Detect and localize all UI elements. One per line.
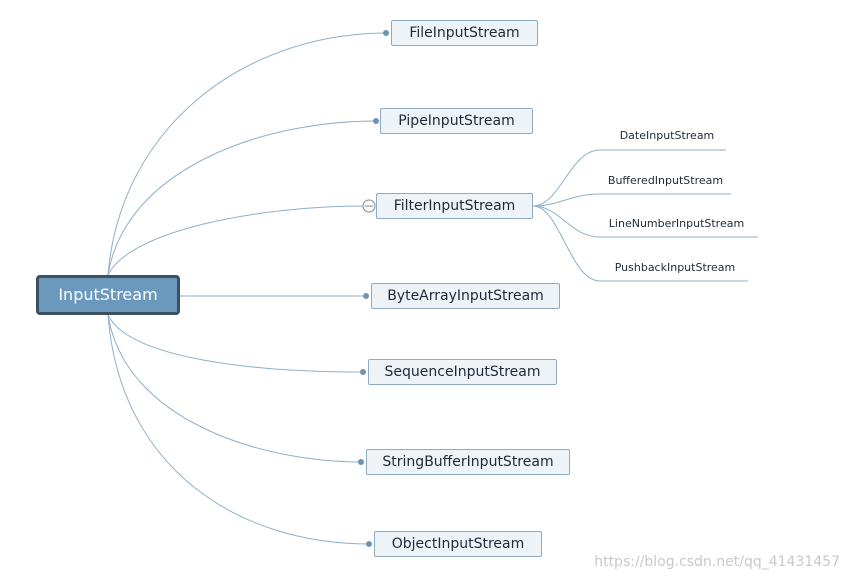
node-string-buffer-input-stream[interactable]: StringBufferInputStream xyxy=(366,449,570,475)
connector-pipe-input-stream xyxy=(107,120,377,276)
node-pipe-input-stream[interactable]: PipeInputStream xyxy=(380,108,533,134)
node-file-input-stream[interactable]: FileInputStream xyxy=(391,20,538,46)
connector-buffered-input-stream xyxy=(532,193,731,207)
watermark: https://blog.csdn.net/qq_41431457 xyxy=(594,554,840,570)
leaf-date-input-stream[interactable]: DateInputStream xyxy=(619,129,715,142)
leaf-pushback-input-stream[interactable]: PushbackInputStream xyxy=(614,261,736,274)
connector-sequence-input-stream xyxy=(107,314,364,373)
collapse-toggle-icon[interactable] xyxy=(362,199,376,213)
connector-filter-input-stream xyxy=(107,205,365,276)
leaf-line-number-input-stream[interactable]: LineNumberInputStream xyxy=(608,217,745,230)
connector-dot xyxy=(360,369,366,375)
leaf-buffered-input-stream[interactable]: BufferedInputStream xyxy=(607,174,724,187)
node-byte-array-input-stream[interactable]: ByteArrayInputStream xyxy=(371,283,560,309)
node-filter-input-stream[interactable]: FilterInputStream xyxy=(376,193,533,219)
connector-date-input-stream xyxy=(532,149,726,207)
connector-dot xyxy=(358,459,364,465)
node-sequence-input-stream[interactable]: SequenceInputStream xyxy=(368,359,557,385)
connector-object-input-stream xyxy=(107,314,370,545)
connector-string-buffer-input-stream xyxy=(107,314,362,463)
connector-dot xyxy=(366,541,372,547)
connector-line-number-input-stream xyxy=(532,205,758,238)
connector-dot xyxy=(383,30,389,36)
connector-file-input-stream xyxy=(107,32,387,276)
connector-dot xyxy=(373,118,379,124)
connector-dot xyxy=(363,293,369,299)
connector-pushback-input-stream xyxy=(532,205,748,282)
node-object-input-stream[interactable]: ObjectInputStream xyxy=(374,531,542,557)
root-node[interactable]: InputStream xyxy=(36,275,180,315)
